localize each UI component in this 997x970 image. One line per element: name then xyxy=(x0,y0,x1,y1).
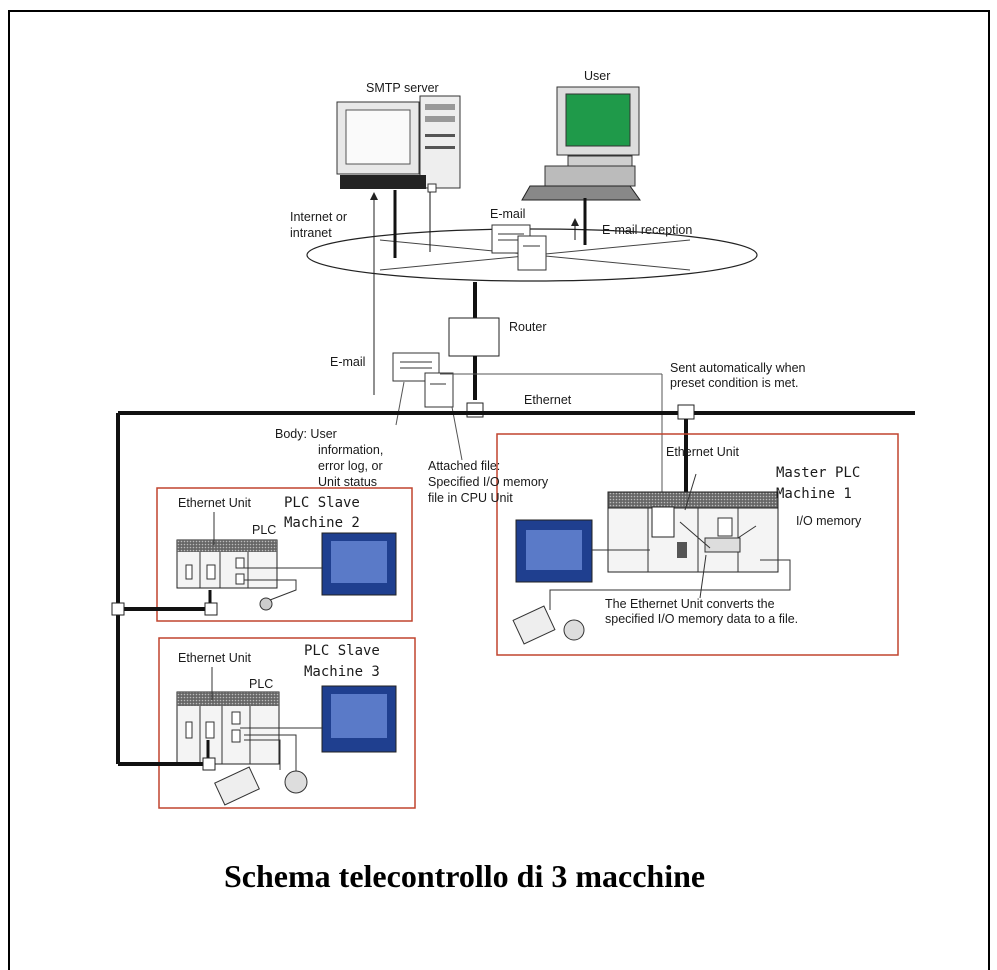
m2-title-2: Machine 2 xyxy=(284,515,360,531)
sensor-3-icon xyxy=(214,766,308,806)
email-reception-label: E-mail reception xyxy=(602,223,692,237)
m3-title-2: Machine 3 xyxy=(304,664,380,680)
email-top-label: E-mail xyxy=(490,207,525,221)
machine-1-box xyxy=(496,433,899,656)
page-frame xyxy=(8,10,990,970)
internet-label-2: intranet xyxy=(290,226,332,240)
sent-auto-label-2: preset condition is met. xyxy=(670,376,799,390)
smtp-server-label: SMTP server xyxy=(366,81,439,95)
converts-label-2: specified I/O memory data to a file. xyxy=(605,612,798,626)
attached-label-1: Attached file: xyxy=(428,459,500,473)
body-label-1: Body: User xyxy=(275,427,337,441)
sent-auto-label-1: Sent automatically when xyxy=(670,361,806,375)
m1-title-1: Master PLC xyxy=(776,465,860,481)
diagram-caption: Schema telecontrollo di 3 macchine xyxy=(224,858,705,894)
email-attachment-icon xyxy=(392,352,454,408)
m2-plc-label: PLC xyxy=(252,523,276,537)
m2-eth-unit-label: Ethernet Unit xyxy=(178,496,251,510)
internet-label-1: Internet or xyxy=(290,210,347,224)
user-computer-icon xyxy=(521,86,641,201)
internet-cloud xyxy=(306,228,758,282)
router-label: Router xyxy=(509,320,547,334)
io-memory-label: I/O memory xyxy=(796,514,862,528)
m3-plc-label: PLC xyxy=(249,677,273,691)
attached-label-2: Specified I/O memory xyxy=(428,475,549,489)
m3-eth-unit-label: Ethernet Unit xyxy=(178,651,251,665)
email-mid-label: E-mail xyxy=(330,355,365,369)
ethernet-label: Ethernet xyxy=(524,393,572,407)
m3-title-1: PLC Slave xyxy=(304,643,380,659)
sensor-icon xyxy=(512,605,585,645)
body-label-3: error log, or xyxy=(318,459,383,473)
attached-label-3: file in CPU Unit xyxy=(428,491,513,505)
body-label-2: information, xyxy=(318,443,383,457)
machine-3-box xyxy=(158,637,416,809)
machine-2-box xyxy=(156,487,413,622)
email-document-icon xyxy=(491,224,547,271)
converts-label-1: The Ethernet Unit converts the xyxy=(605,597,775,611)
body-label-4: Unit status xyxy=(318,475,377,489)
user-label: User xyxy=(584,69,610,83)
m1-eth-unit-label: Ethernet Unit xyxy=(666,445,739,459)
router-icon xyxy=(448,317,500,357)
m1-title-2: Machine 1 xyxy=(776,486,852,502)
smtp-server-icon xyxy=(336,95,461,193)
m2-title-1: PLC Slave xyxy=(284,495,360,511)
